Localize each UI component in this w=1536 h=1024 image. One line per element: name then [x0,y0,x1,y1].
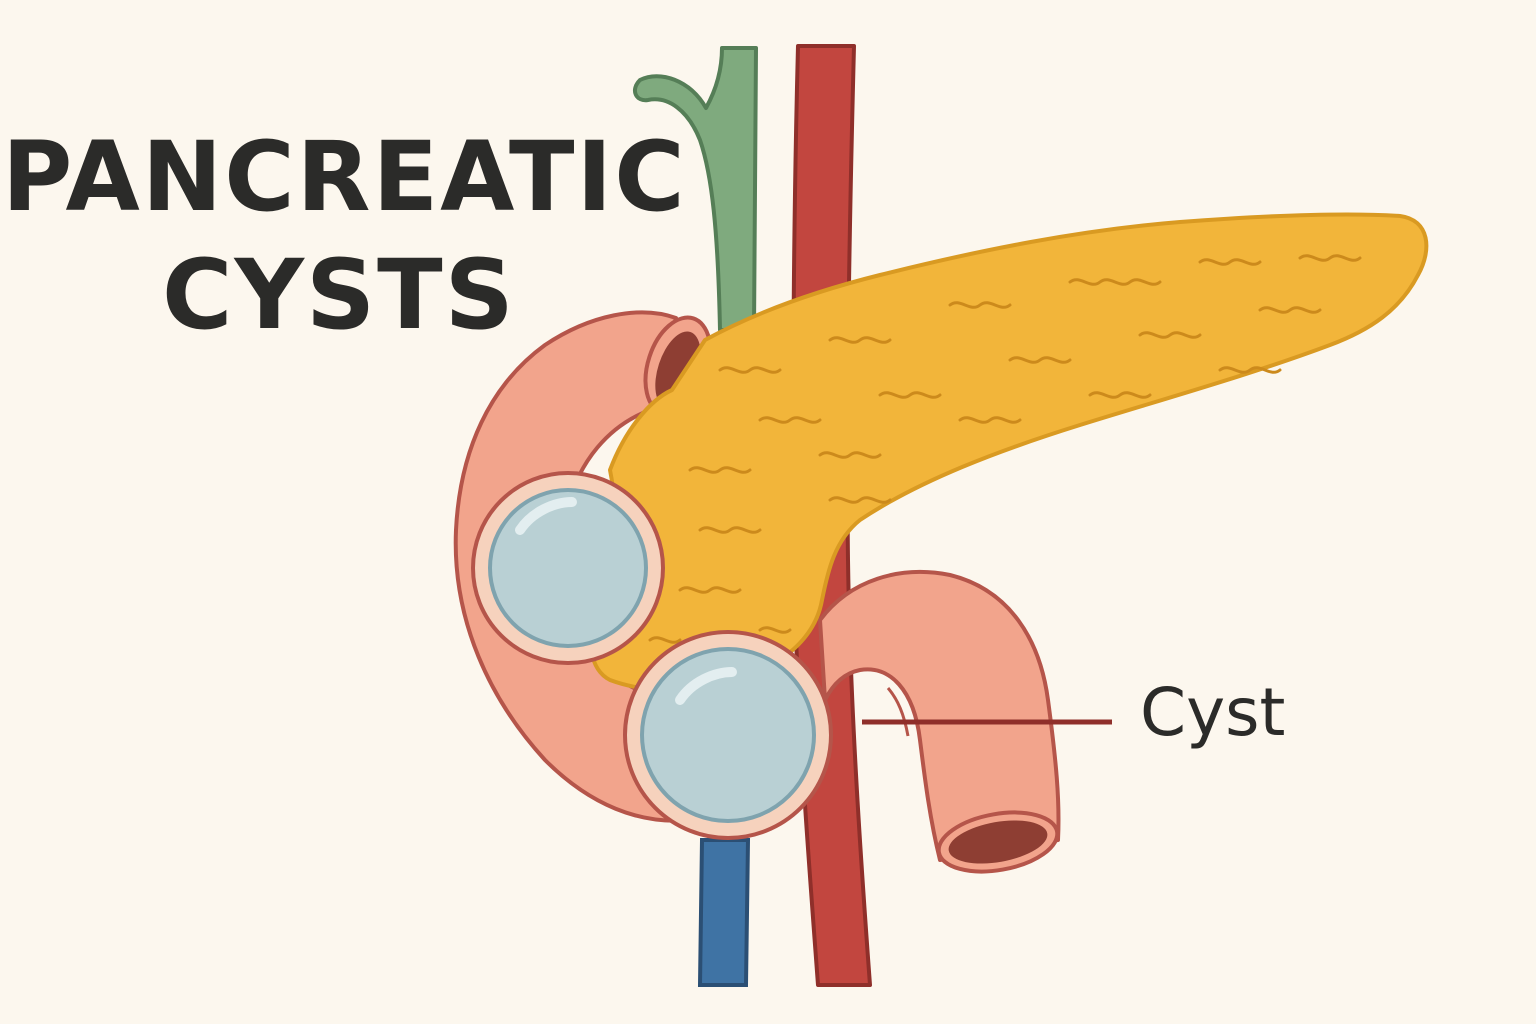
vein-vessel [697,838,751,987]
duodenum-inner-line [886,687,910,737]
duodenum-lower-limb [818,570,1061,862]
cyst-label: Cyst [1140,674,1286,751]
cyst-lower [623,630,833,840]
pancreas-texture [648,254,1362,644]
bile-duct [632,46,758,332]
title-line-1: PANCREATIC [2,121,687,233]
duodenum-lower-lumen [948,820,1048,864]
cyst-upper [471,471,665,665]
title-line-2: CYSTS [162,239,516,351]
